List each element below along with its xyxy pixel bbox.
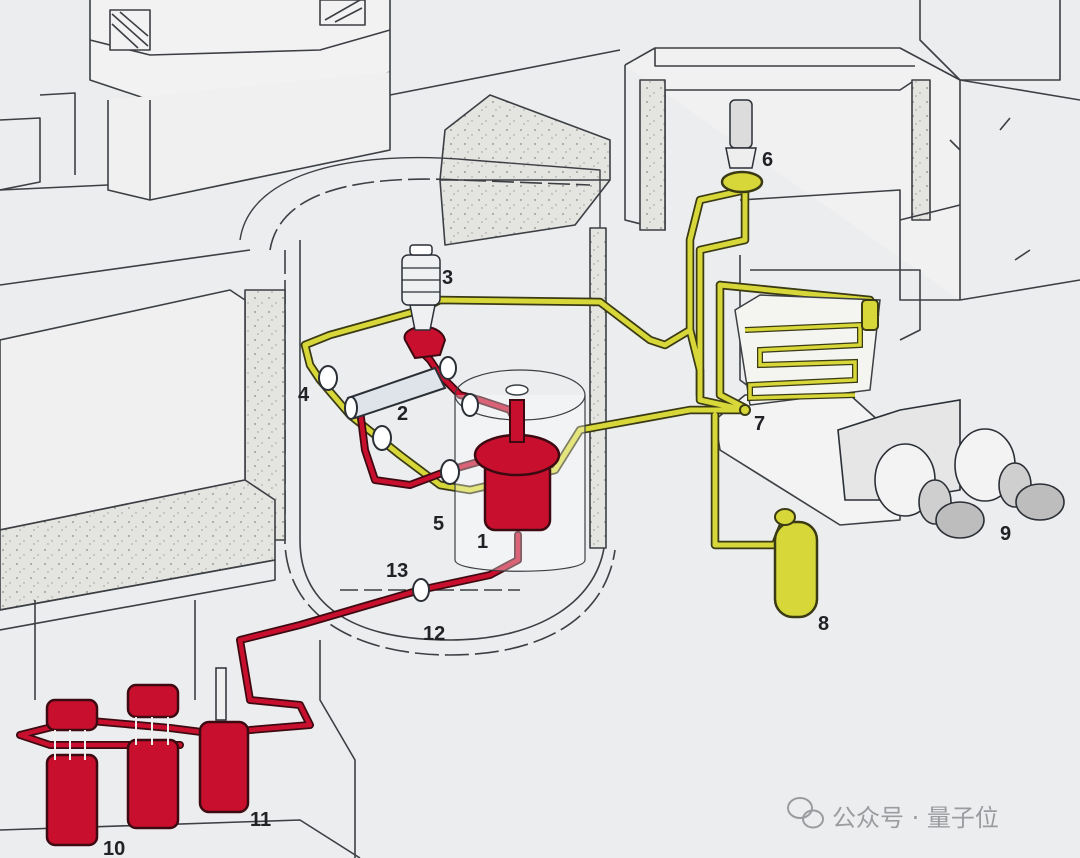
label-5: 5: [433, 513, 444, 535]
steam-turbine-6: [720, 99, 764, 194]
tank-11: [198, 667, 250, 814]
valves: [318, 356, 479, 602]
valve-7: [739, 404, 751, 416]
valve-13: [412, 578, 430, 602]
label-4: 4: [298, 384, 310, 406]
label-13: 13: [386, 560, 408, 582]
watermark: 公众号 · 量子位: [787, 797, 999, 832]
valve: [461, 393, 479, 417]
containment-top-slab: [439, 94, 611, 246]
ventilation-tower: [89, 0, 391, 201]
label-7: 7: [754, 413, 765, 435]
label-1: 1: [477, 531, 488, 553]
label-8: 8: [818, 613, 829, 635]
steam-generator-coil: [734, 294, 881, 406]
valve: [318, 365, 338, 391]
label-2: 2: [397, 403, 408, 425]
heat-exchanger: [344, 366, 447, 420]
label-3: 3: [442, 267, 453, 289]
generator: [874, 443, 985, 539]
generators-9: [837, 399, 1065, 539]
floor-slabs: [0, 289, 361, 858]
generator: [954, 428, 1065, 521]
label-10: 10: [103, 838, 125, 858]
valve: [372, 425, 392, 451]
wechat-icon: [787, 797, 824, 829]
tank-10b: [126, 683, 180, 830]
label-11: 11: [250, 809, 271, 831]
reactor-vessel: [454, 369, 586, 572]
label-12: 12: [423, 623, 445, 645]
tanks-10-11: [45, 667, 250, 847]
storage-tank-8: [773, 508, 819, 619]
tank-10a: [45, 698, 99, 847]
watermark-text: 公众号 · 量子位: [832, 804, 999, 832]
callout-labels: 1 2 3 4 5 6 7 8 9 10 11 12 13: [103, 149, 1011, 858]
turbine-hall-block: [624, 0, 1080, 301]
secondary-loop: [300, 185, 880, 550]
valve: [439, 356, 457, 380]
label-6: 6: [762, 149, 773, 171]
label-9: 9: [1000, 523, 1011, 545]
valve: [440, 459, 460, 485]
primary-pump: [401, 244, 447, 360]
